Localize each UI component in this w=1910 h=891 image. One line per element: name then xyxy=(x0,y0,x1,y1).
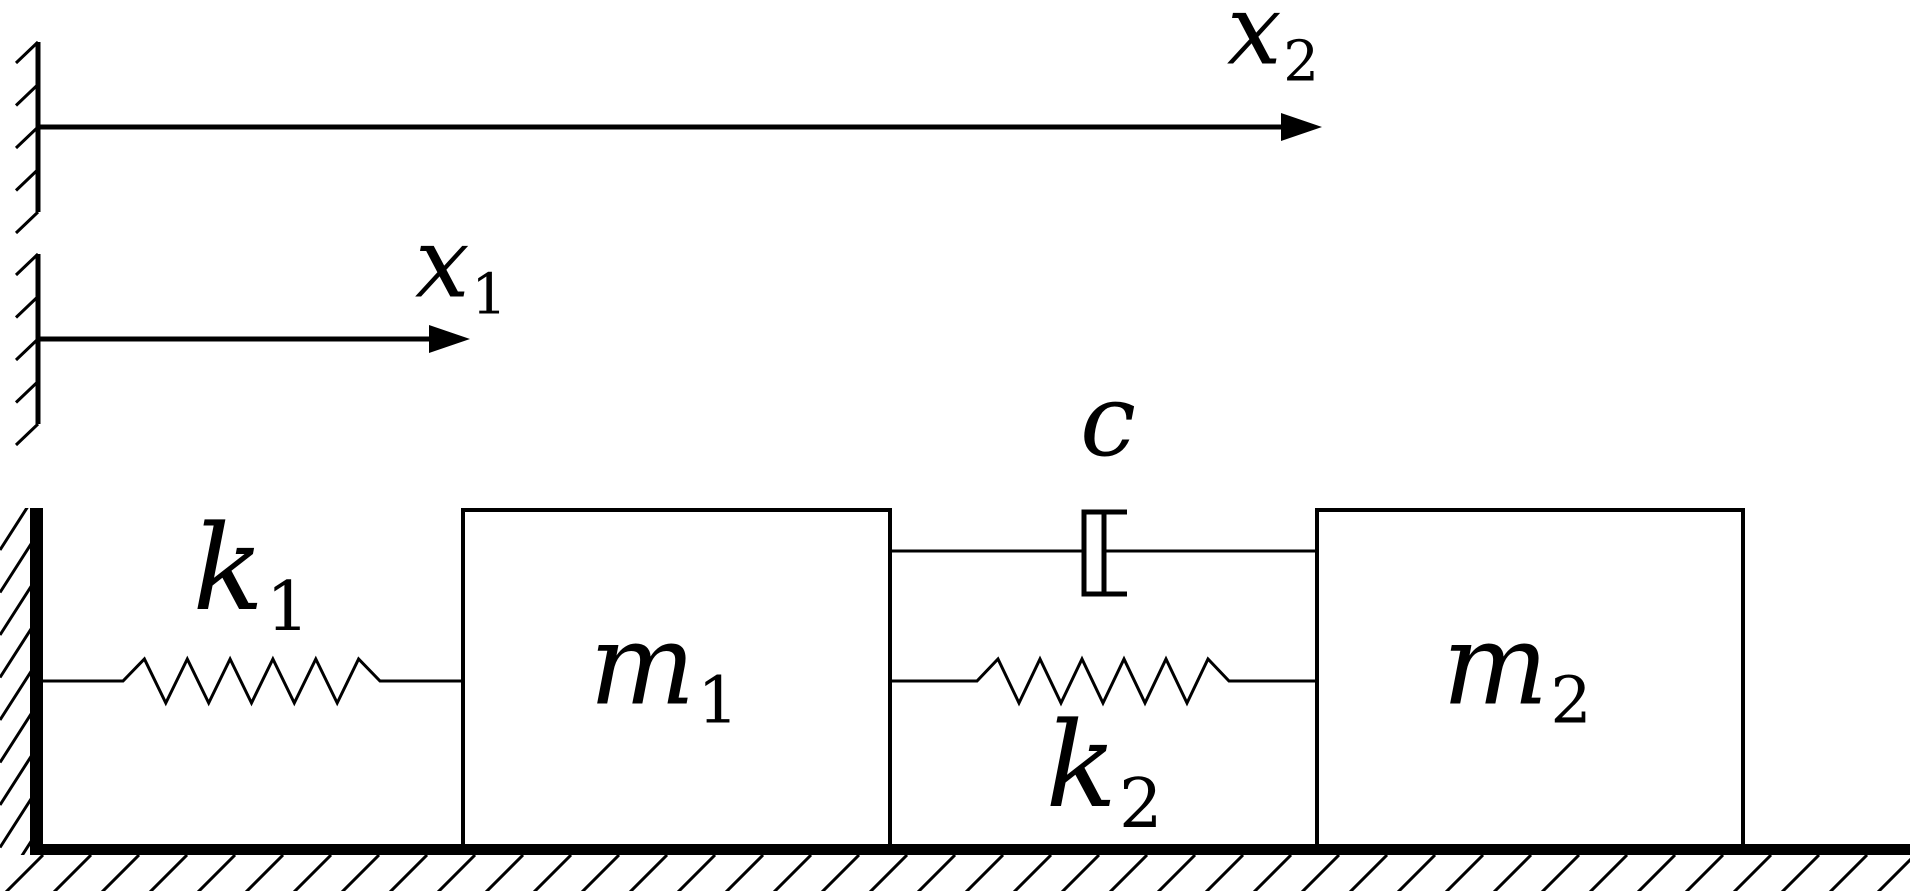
mass-m2-block xyxy=(1315,508,1745,848)
label-c-base: c xyxy=(1079,362,1137,479)
label-k2-subscript: 2 xyxy=(1119,763,1163,844)
label-x1-base: x xyxy=(414,206,470,320)
label-k1-subscript: 1 xyxy=(266,566,310,647)
label-m2-base: m xyxy=(1442,600,1549,731)
label-m1-subscript: 1 xyxy=(697,663,739,739)
ground xyxy=(30,844,1910,855)
label-m1: m1 xyxy=(589,609,738,734)
label-m2: m2 xyxy=(1442,609,1591,734)
x2-arrowhead-icon xyxy=(1281,113,1322,141)
damper-c-icon xyxy=(890,509,1317,597)
label-x2-subscript: 2 xyxy=(1283,29,1320,95)
anchor-hatch-ticks xyxy=(14,40,40,447)
label-m1-base: m xyxy=(589,600,696,731)
wall-hatching xyxy=(0,508,30,855)
label-k1: k1 xyxy=(192,509,309,641)
spring-k2-icon xyxy=(890,655,1317,707)
label-k1-base: k xyxy=(192,499,264,638)
label-x2: x2 xyxy=(1227,0,1319,91)
spring-k1-icon xyxy=(43,655,463,707)
label-c: c xyxy=(1080,371,1136,471)
label-k2-base: k xyxy=(1045,696,1117,835)
x1-arrowhead-icon xyxy=(429,325,470,353)
x2-axis-arrow xyxy=(38,113,1322,141)
label-m2-subscript: 2 xyxy=(1550,663,1592,739)
ground-hatching xyxy=(4,855,1910,891)
label-x1-subscript: 1 xyxy=(471,262,508,328)
x1-axis-arrow xyxy=(38,325,470,353)
label-x2-base: x xyxy=(1226,0,1282,87)
wall xyxy=(30,508,43,855)
label-x1: x1 xyxy=(415,214,507,323)
mass-m1-block xyxy=(461,508,892,848)
label-k2: k2 xyxy=(1045,706,1162,838)
